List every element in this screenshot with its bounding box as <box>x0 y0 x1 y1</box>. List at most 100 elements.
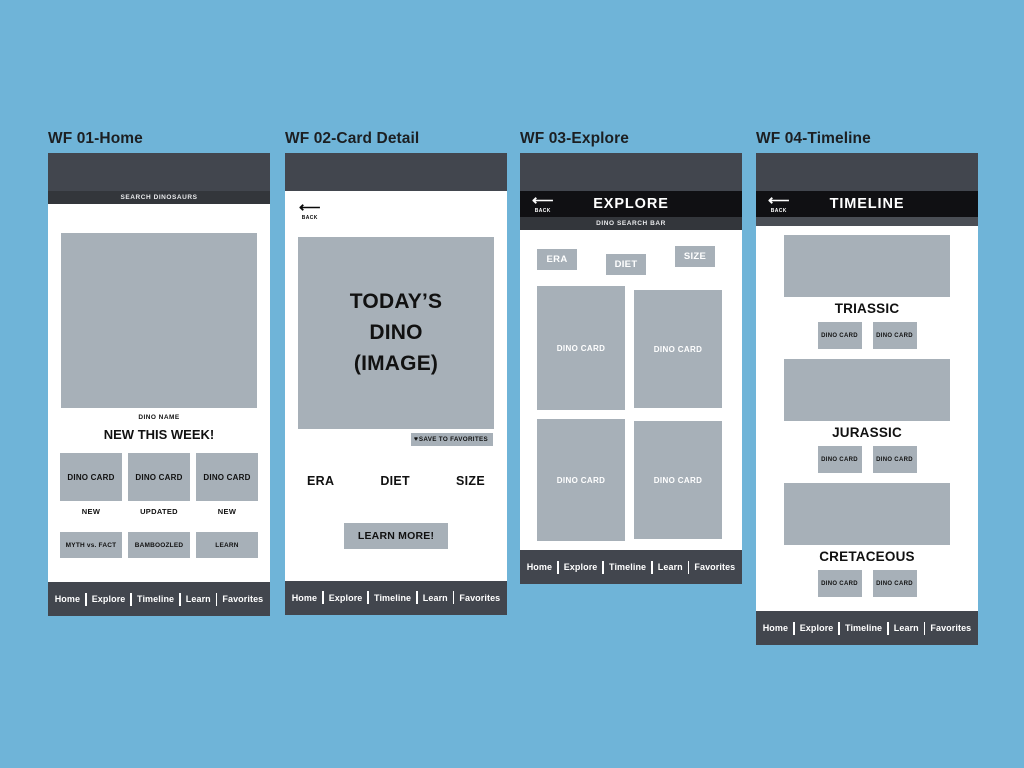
nav-item-home[interactable]: Home <box>291 592 318 603</box>
nav-item-home[interactable]: Home <box>54 594 81 604</box>
back-label: BACK <box>534 207 551 214</box>
era-card-row: DINO CARD DINO CARD <box>756 570 978 597</box>
filter-chip-diet[interactable]: DIET <box>606 254 646 275</box>
wireframe-panel-explore: WF 03-Explore ⟵ BACK EXPLORE DINO SEARCH… <box>520 130 742 584</box>
nav-item-timeline[interactable]: Timeline <box>137 594 175 604</box>
nav-item-explore[interactable]: Explore <box>328 592 363 603</box>
spacer <box>285 549 507 581</box>
filter-chip-size[interactable]: SIZE <box>675 246 715 267</box>
nav-item-learn[interactable]: Learn <box>185 594 211 604</box>
hero-line: TODAY’S <box>349 289 443 313</box>
spacer <box>756 473 978 483</box>
dino-card-badge-row: NEW UPDATED NEW <box>60 507 258 516</box>
dino-card-row: DINO CARD DINO CARD DINO CARD <box>60 453 258 501</box>
nav-item-explore[interactable]: Explore <box>91 594 126 604</box>
back-button[interactable]: ⟵ BACK <box>299 200 321 221</box>
nav-separator <box>215 592 218 606</box>
phone-frame-timeline: ⟵ BACK TIMELINE TRIASSIC DINO CARD DINO … <box>756 153 978 645</box>
dino-card[interactable]: DINO CARD <box>872 570 917 597</box>
title-bar-label: TIMELINE <box>829 196 905 212</box>
attribute-row: ERA DIET SIZE <box>307 474 485 488</box>
nav-separator <box>687 560 690 574</box>
back-button-area: ⟵ BACK <box>285 191 507 221</box>
attribute-diet: DIET <box>380 473 410 488</box>
cta-area: LEARN MORE! <box>285 522 507 549</box>
spacer <box>756 597 978 611</box>
dino-card[interactable]: DINO CARD <box>872 322 917 349</box>
era-image-placeholder[interactable] <box>784 359 950 421</box>
today-dino-image-placeholder[interactable]: TODAY’S DINO (IMAGE) <box>298 236 494 429</box>
hero-line: DINO <box>369 320 423 344</box>
wireframe-panel-timeline: WF 04-Timeline ⟵ BACK TIMELINE TRIASSIC … <box>756 130 978 645</box>
left-arrow-icon: ⟵ <box>532 192 554 210</box>
nav-item-timeline[interactable]: Timeline <box>374 592 412 603</box>
bottom-nav: Home Explore Timeline Learn Favorites <box>285 580 507 615</box>
dino-card[interactable]: DINO CARD <box>537 286 625 410</box>
nav-item-explore[interactable]: Explore <box>563 562 598 572</box>
chip-myth-vs-fact[interactable]: MYTH vs. FACT <box>60 532 122 558</box>
nav-item-learn[interactable]: Learn <box>422 592 448 603</box>
chip-learn[interactable]: LEARN <box>196 532 258 558</box>
status-badge: NEW <box>217 507 237 516</box>
nav-item-home[interactable]: Home <box>526 562 553 572</box>
chip-bamboozled[interactable]: BAMBOOZLED <box>128 532 190 558</box>
nav-item-timeline[interactable]: Timeline <box>609 562 647 572</box>
back-button[interactable]: ⟵ BACK <box>532 194 554 214</box>
dino-card[interactable]: DINO CARD <box>634 421 722 539</box>
dino-card[interactable]: DINO CARD <box>817 322 862 349</box>
bottom-nav: Home Explore Timeline Learn Favorites <box>48 582 270 616</box>
nav-separator <box>838 621 841 635</box>
nav-item-learn[interactable]: Learn <box>893 623 919 633</box>
dino-card-grid: DINO CARD DINO CARD DINO CARD DINO CARD <box>520 284 742 550</box>
app-title-bar-timeline: ⟵ BACK TIMELINE <box>756 191 978 217</box>
era-image-placeholder[interactable] <box>784 235 950 297</box>
panel-title-card-detail: WF 02-Card Detail <box>285 130 420 147</box>
phone-frame-card-detail: ⟵ BACK TODAY’S DINO (IMAGE) ♥ SAVE TO FA… <box>285 153 507 615</box>
nav-item-learn[interactable]: Learn <box>657 562 683 572</box>
nav-separator <box>557 560 559 574</box>
nav-item-favorites[interactable]: Favorites <box>930 623 972 633</box>
dino-search-bar[interactable]: DINO SEARCH BAR <box>520 217 742 230</box>
era-image-placeholder[interactable] <box>784 483 950 545</box>
spacer <box>48 558 270 582</box>
search-dinosaurs-bar[interactable]: SEARCH DINOSAURS <box>48 191 270 204</box>
dino-card[interactable]: DINO CARD <box>817 570 862 597</box>
nav-item-timeline[interactable]: Timeline <box>845 623 883 633</box>
dino-card[interactable]: DINO CARD <box>872 446 917 473</box>
phone-frame-explore: ⟵ BACK EXPLORE DINO SEARCH BAR ERA DIET … <box>520 153 742 584</box>
favorite-button-area: ♥ SAVE TO FAVORITES <box>285 432 493 446</box>
nav-separator <box>322 591 324 604</box>
title-bar-label: EXPLORE <box>593 196 669 212</box>
dino-card[interactable]: DINO CARD <box>817 446 862 473</box>
quick-link-chip-row: MYTH vs. FACT BAMBOOZLED LEARN <box>60 532 258 558</box>
dino-card[interactable]: DINO CARD <box>634 290 722 408</box>
back-button[interactable]: ⟵ BACK <box>768 194 790 214</box>
nav-item-explore[interactable]: Explore <box>799 623 834 633</box>
dino-card[interactable]: DINO CARD <box>128 453 190 501</box>
left-arrow-icon: ⟵ <box>768 192 790 210</box>
panel-title-home: WF 01-Home <box>48 130 143 147</box>
nav-item-home[interactable]: Home <box>762 623 789 633</box>
nav-item-favorites[interactable]: Favorites <box>694 562 736 572</box>
era-heading-jurassic: JURASSIC <box>832 425 902 440</box>
dino-card[interactable]: DINO CARD <box>196 453 258 501</box>
filter-chip-era[interactable]: ERA <box>537 249 577 270</box>
hero-caption: DINO NAME <box>138 414 180 421</box>
search-dinosaurs-label: SEARCH DINOSAURS <box>120 194 198 201</box>
heart-icon: ♥ <box>413 435 419 443</box>
bottom-nav: Home Explore Timeline Learn Favorites <box>756 611 978 645</box>
nav-item-favorites[interactable]: Favorites <box>222 594 264 604</box>
status-bar <box>520 153 742 191</box>
save-to-favorites-button[interactable]: ♥ SAVE TO FAVORITES <box>410 432 493 446</box>
nav-separator <box>179 592 181 606</box>
hero-image-placeholder[interactable] <box>61 233 257 408</box>
dino-card[interactable]: DINO CARD <box>60 453 122 501</box>
save-to-favorites-label: SAVE TO FAVORITES <box>418 435 488 443</box>
dino-card[interactable]: DINO CARD <box>537 419 625 541</box>
learn-more-button[interactable]: LEARN MORE! <box>343 522 449 549</box>
nav-separator <box>130 592 133 606</box>
back-label: BACK <box>770 207 787 214</box>
nav-item-favorites[interactable]: Favorites <box>459 592 501 603</box>
attribute-era: ERA <box>307 473 335 488</box>
